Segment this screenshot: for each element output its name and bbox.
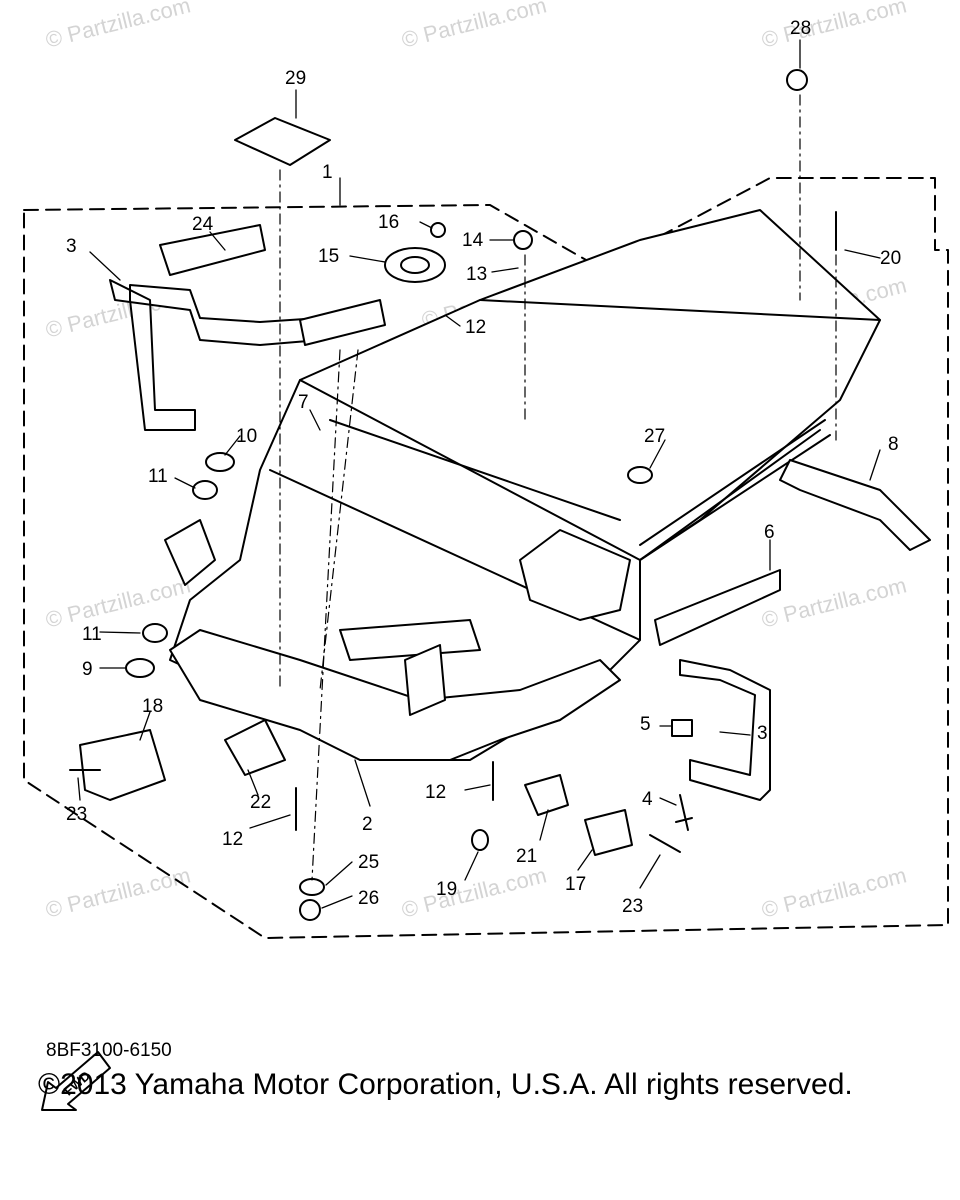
front-subframe (169, 629, 621, 761)
bracket-24b (299, 299, 386, 346)
rivet-23b (649, 834, 681, 853)
callout-13: 13 (466, 264, 487, 285)
grommet-27 (627, 466, 653, 484)
plate-22 (224, 719, 286, 776)
spindle-right (404, 644, 446, 716)
nut-5 (671, 719, 693, 737)
callout-25: 25 (358, 852, 379, 873)
frame-rail-top (479, 299, 881, 321)
callout-26: 26 (358, 888, 379, 909)
pad-29 (234, 117, 331, 166)
callout-4: 4 (642, 789, 653, 810)
callout-11b: 11 (82, 624, 102, 645)
plate-15 (384, 247, 446, 283)
frame-tube (639, 419, 831, 561)
callout-12b: 12 (425, 782, 446, 803)
nut-26 (299, 899, 321, 921)
frame-rail-right (639, 429, 821, 561)
grommet-11b (142, 623, 168, 643)
callout-24: 24 (192, 214, 214, 235)
callout-15: 15 (318, 246, 339, 267)
callout-2: 2 (362, 814, 373, 835)
callout-3b: 3 (757, 723, 768, 744)
callout-16: 16 (378, 212, 399, 233)
steering-bracket (339, 619, 481, 661)
spindle-left (164, 519, 216, 586)
callout-21: 21 (516, 846, 537, 867)
callout-18: 18 (142, 696, 163, 717)
callout-14: 14 (462, 230, 484, 251)
side-rail (654, 569, 781, 646)
washer-19 (471, 829, 489, 851)
callout-20: 20 (880, 248, 901, 269)
callout-12c: 12 (222, 829, 243, 850)
callout-8: 8 (888, 434, 899, 455)
plate-17 (584, 809, 633, 856)
plate-21 (524, 774, 569, 816)
bolt-4 (675, 794, 693, 831)
callout-23b: 23 (622, 896, 643, 917)
callouts: 1 2 3 3 4 5 6 7 8 9 10 11 11 12 12 12 12… (61, 18, 901, 1099)
bracket-24 (159, 224, 266, 276)
callout-12a: 12 (465, 317, 486, 338)
collar-25 (299, 878, 325, 896)
grommet-10 (205, 452, 235, 472)
boot-18 (79, 729, 166, 801)
callout-23a: 23 (66, 804, 87, 825)
callout-29: 29 (285, 68, 306, 89)
callout-22: 22 (250, 792, 271, 813)
grommet-9 (125, 658, 155, 678)
callout-6: 6 (764, 522, 775, 543)
callout-28: 28 (790, 18, 811, 39)
callout-3: 3 (66, 236, 77, 257)
callout-5: 5 (640, 714, 651, 735)
bumper-right (679, 659, 771, 801)
assembly-boundary (23, 177, 949, 939)
frame-crossmember (299, 379, 641, 561)
callout-11: 11 (148, 466, 168, 487)
callout-27: 27 (644, 426, 665, 447)
callout-10: 10 (236, 426, 257, 447)
grommet-11 (192, 480, 218, 500)
callout-19: 19 (436, 879, 457, 900)
callout-9: 9 (82, 659, 93, 680)
duct (519, 529, 631, 621)
copyright-notice: ©2013 Yamaha Motor Corporation, U.S.A. A… (38, 1068, 853, 1101)
cap-28 (786, 69, 808, 91)
callout-1: 1 (322, 162, 333, 183)
washer-16 (430, 222, 446, 238)
diagram-code: 8BF3100-6150 (46, 1040, 172, 1061)
nut-14 (513, 230, 533, 250)
callout-7: 7 (298, 392, 309, 413)
callout-17: 17 (565, 874, 586, 895)
rear-tie-bar (779, 459, 931, 551)
bumper-left (109, 279, 321, 431)
fwd-arrow-icon (41, 1051, 111, 1111)
